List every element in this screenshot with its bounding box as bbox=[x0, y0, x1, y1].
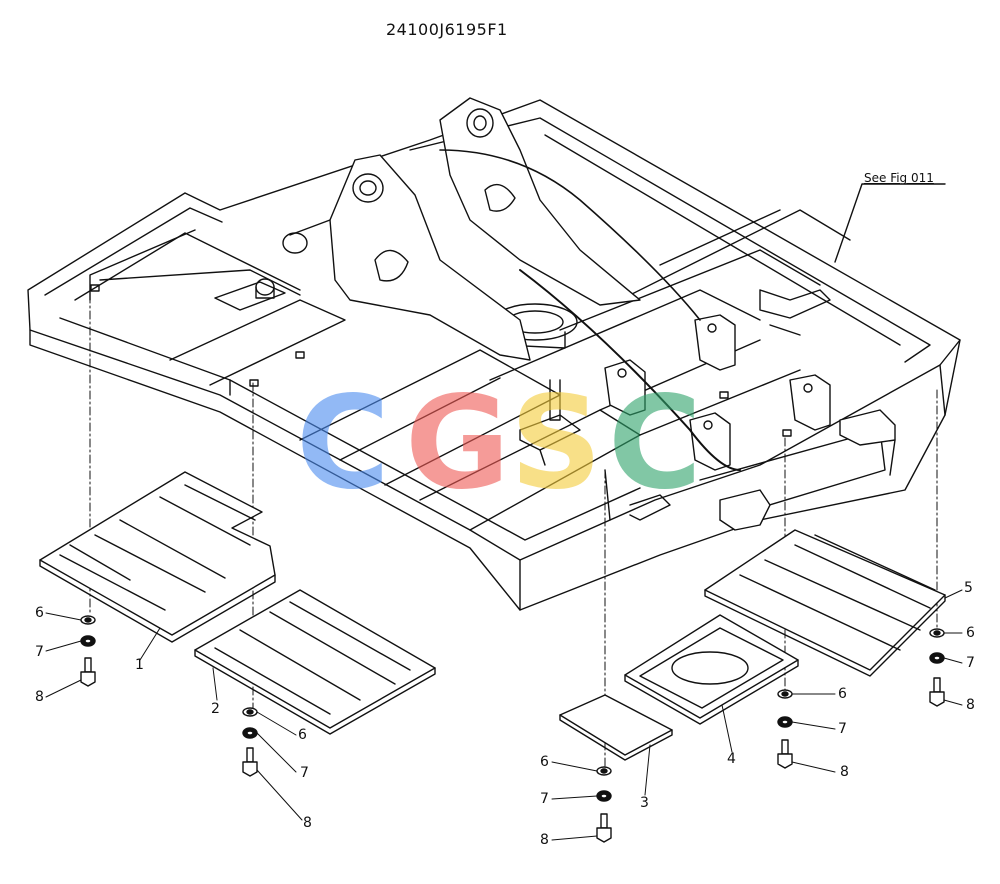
hardware-set-d bbox=[777, 689, 793, 769]
callout-3: 3 bbox=[640, 795, 649, 811]
watermark-letter-s: S bbox=[510, 369, 603, 518]
watermark-letter-c2: C bbox=[608, 369, 702, 518]
cover-plate-1 bbox=[39, 471, 276, 643]
drawing-number: 24100J6195F1 bbox=[386, 20, 508, 39]
callout-1: 1 bbox=[135, 657, 144, 673]
cover-plate-3 bbox=[559, 694, 673, 761]
callout-6-set-c: 6 bbox=[540, 754, 549, 770]
callout-7-set-b: 7 bbox=[300, 765, 309, 781]
hardware-set-c bbox=[596, 766, 612, 843]
callout-6-set-d: 6 bbox=[838, 686, 847, 702]
cover-plate-5 bbox=[704, 529, 946, 677]
callout-8-set-a: 8 bbox=[35, 689, 44, 705]
callout-7-set-e: 7 bbox=[966, 655, 975, 671]
hardware-set-a bbox=[80, 615, 96, 687]
see-figure-reference: See Fig 011 bbox=[864, 171, 934, 185]
callout-7-set-c: 7 bbox=[540, 791, 549, 807]
callout-6-set-e: 6 bbox=[966, 625, 975, 641]
main-frame bbox=[27, 97, 961, 611]
callout-7-set-d: 7 bbox=[838, 721, 847, 737]
callout-4: 4 bbox=[727, 751, 736, 767]
hardware-set-e bbox=[929, 628, 945, 707]
cover-plate-4 bbox=[624, 614, 799, 725]
callout-5: 5 bbox=[964, 580, 973, 596]
callout-leaders bbox=[45, 589, 963, 841]
hardware-set-b bbox=[242, 707, 258, 777]
watermark-letter-g: G bbox=[405, 369, 511, 518]
callout-8-set-c: 8 bbox=[540, 832, 549, 848]
callout-6-set-b: 6 bbox=[298, 727, 307, 743]
reference-leader bbox=[834, 183, 946, 263]
watermark-letter-c1: C bbox=[296, 369, 390, 518]
callout-8-set-b: 8 bbox=[303, 815, 312, 831]
cover-plate-2 bbox=[194, 589, 436, 735]
callout-6-set-a: 6 bbox=[35, 605, 44, 621]
callout-7-set-a: 7 bbox=[35, 644, 44, 660]
callout-8-set-e: 8 bbox=[966, 697, 975, 713]
callout-2: 2 bbox=[211, 701, 220, 717]
callout-8-set-d: 8 bbox=[840, 764, 849, 780]
